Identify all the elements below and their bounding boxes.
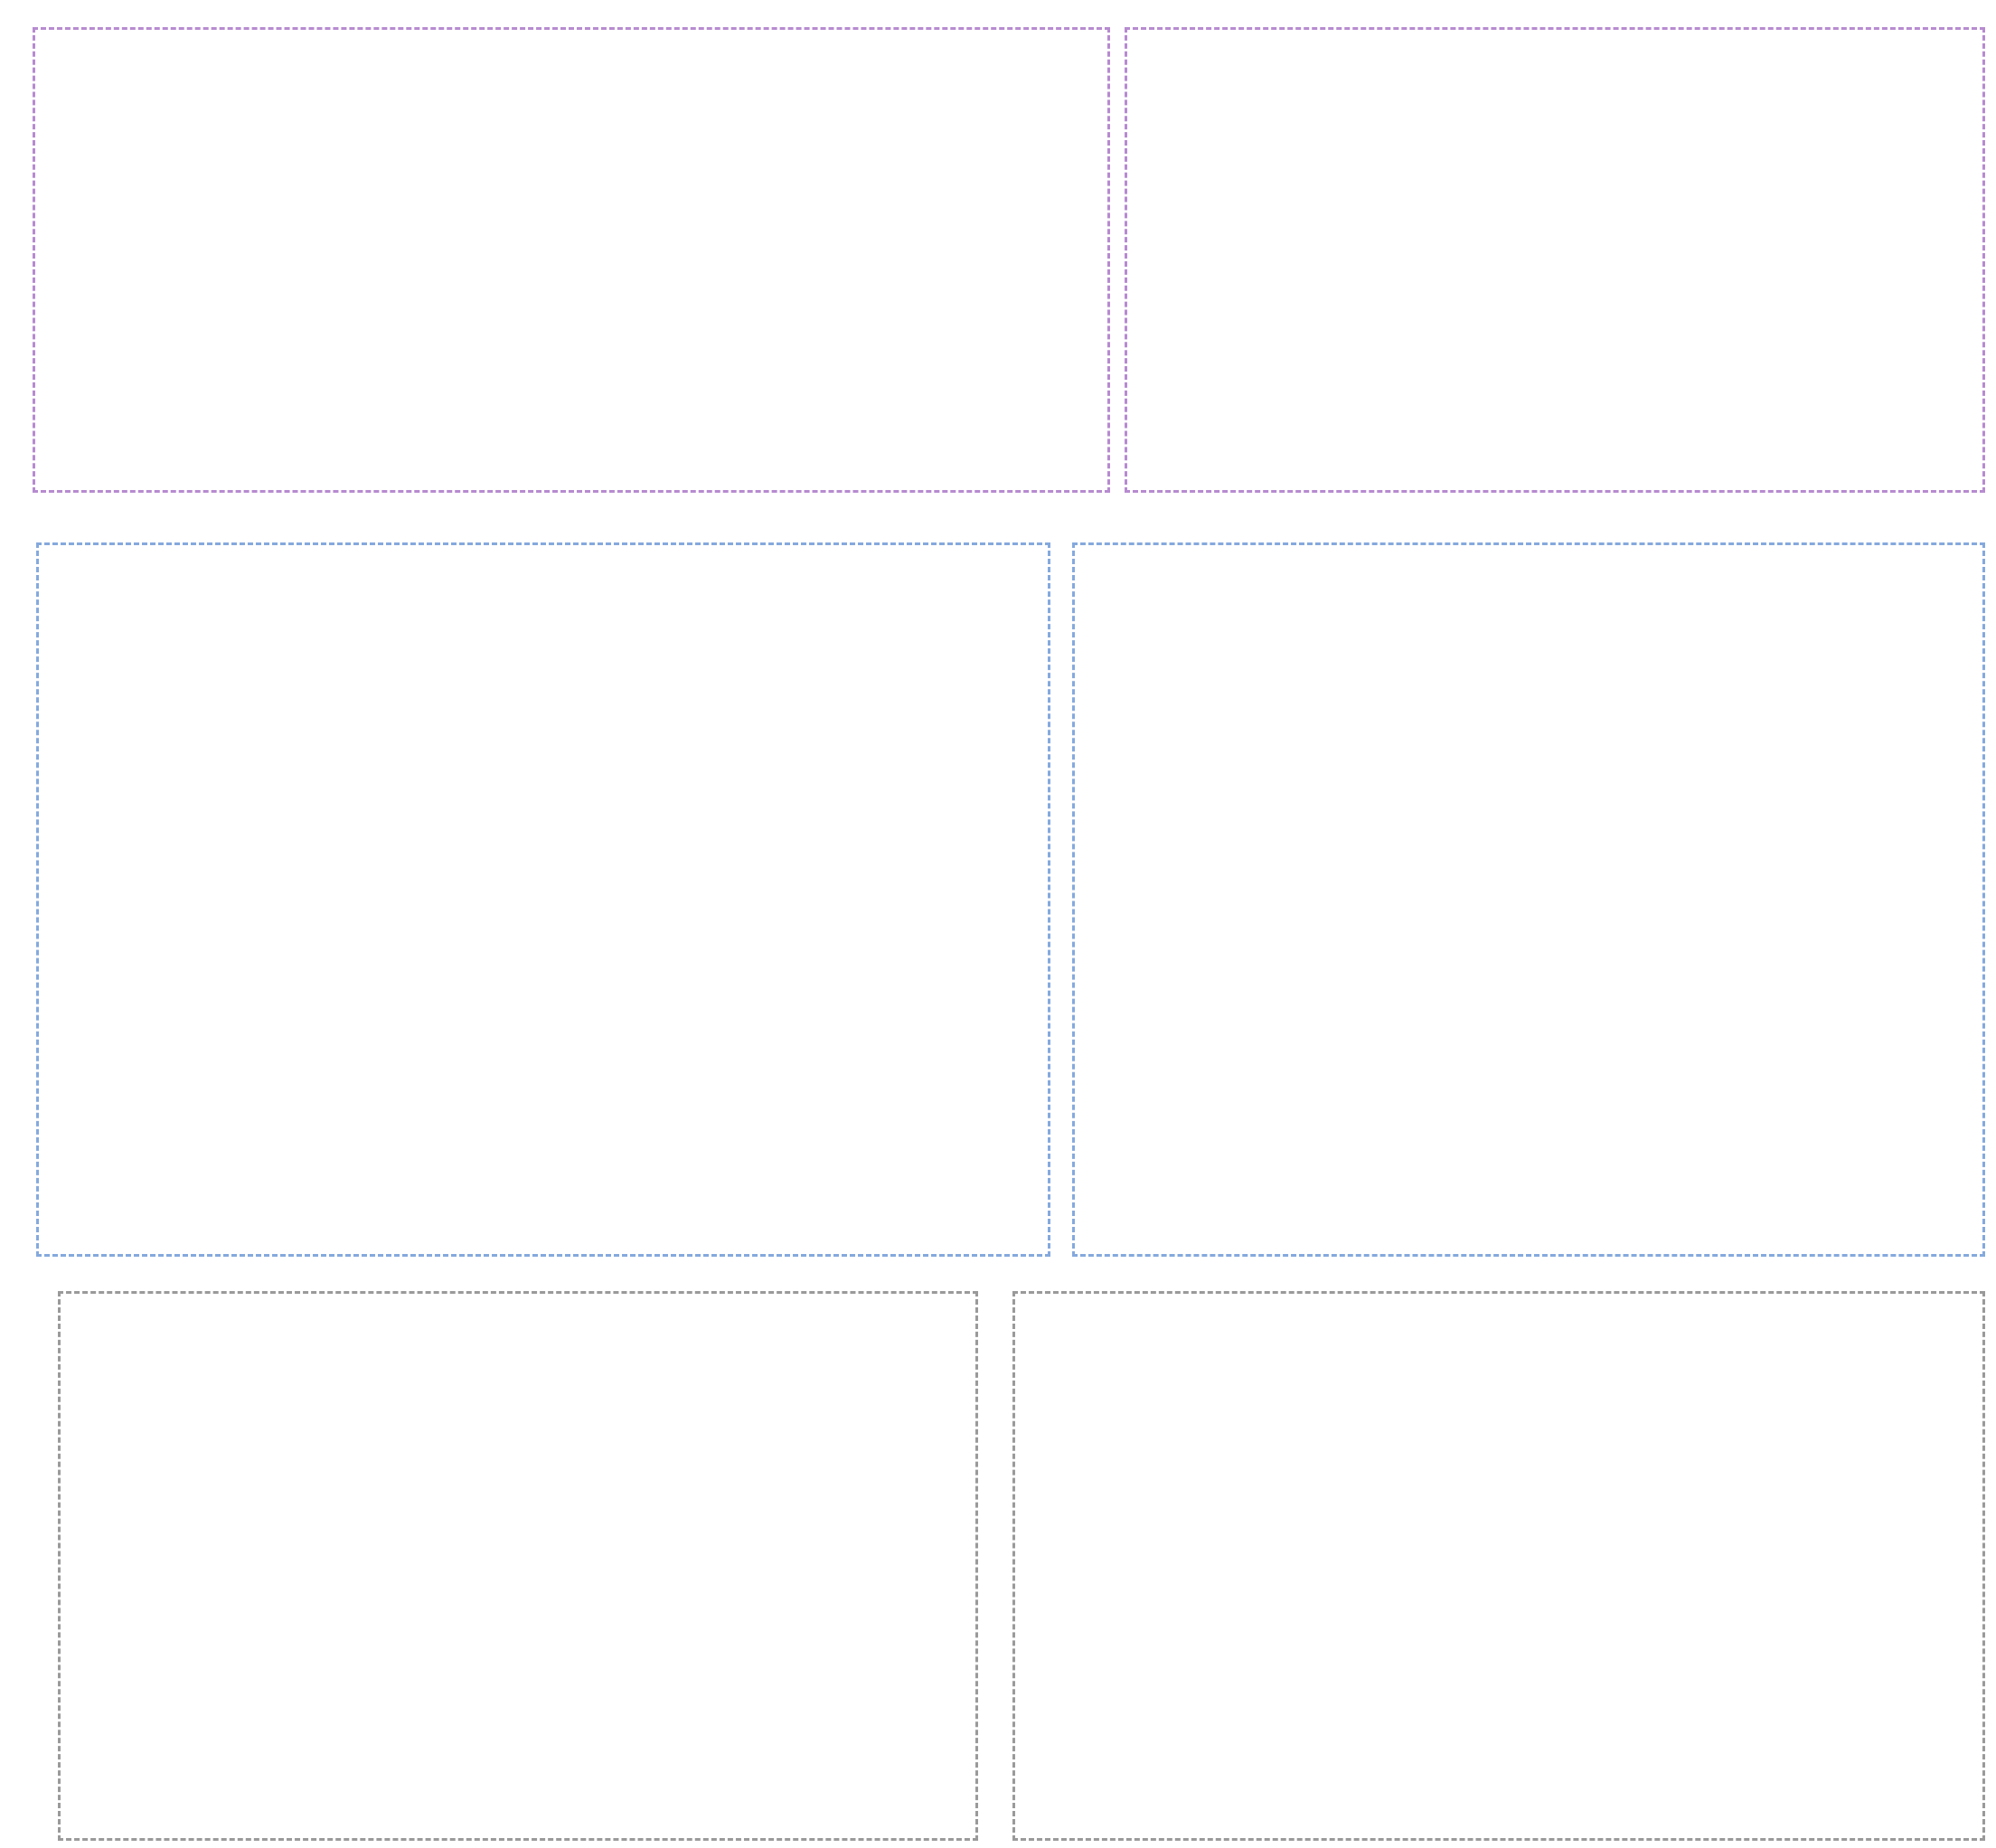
panel-a-drawing xyxy=(35,30,1107,490)
panel-c-drawing xyxy=(39,545,1048,1254)
panel-b-drawing xyxy=(1127,30,1982,490)
panel-c-zno-wo3 xyxy=(36,542,1050,1257)
chart-3d-bars xyxy=(1764,1297,1988,1599)
panel-a-band-diagrams xyxy=(33,27,1110,493)
panel-d-drawing xyxy=(1075,545,1982,1254)
panel-b-in2o3-nio xyxy=(1125,27,1985,493)
panel-d-cuo-fe2o3 xyxy=(1072,542,1985,1257)
chart-selectivity-bars xyxy=(1438,1583,1764,1842)
panel-e2-charts xyxy=(1012,1291,1985,1841)
chart-response-pulses xyxy=(1122,1583,1436,1842)
panel-e1-drawing xyxy=(61,1294,975,1838)
chart-3d-scatter xyxy=(1764,1598,1988,1842)
chart-dynamic-response xyxy=(1438,1310,1764,1581)
panel-e1-synthesis xyxy=(58,1291,978,1841)
chart-response-vs-temperature xyxy=(1122,1310,1436,1581)
